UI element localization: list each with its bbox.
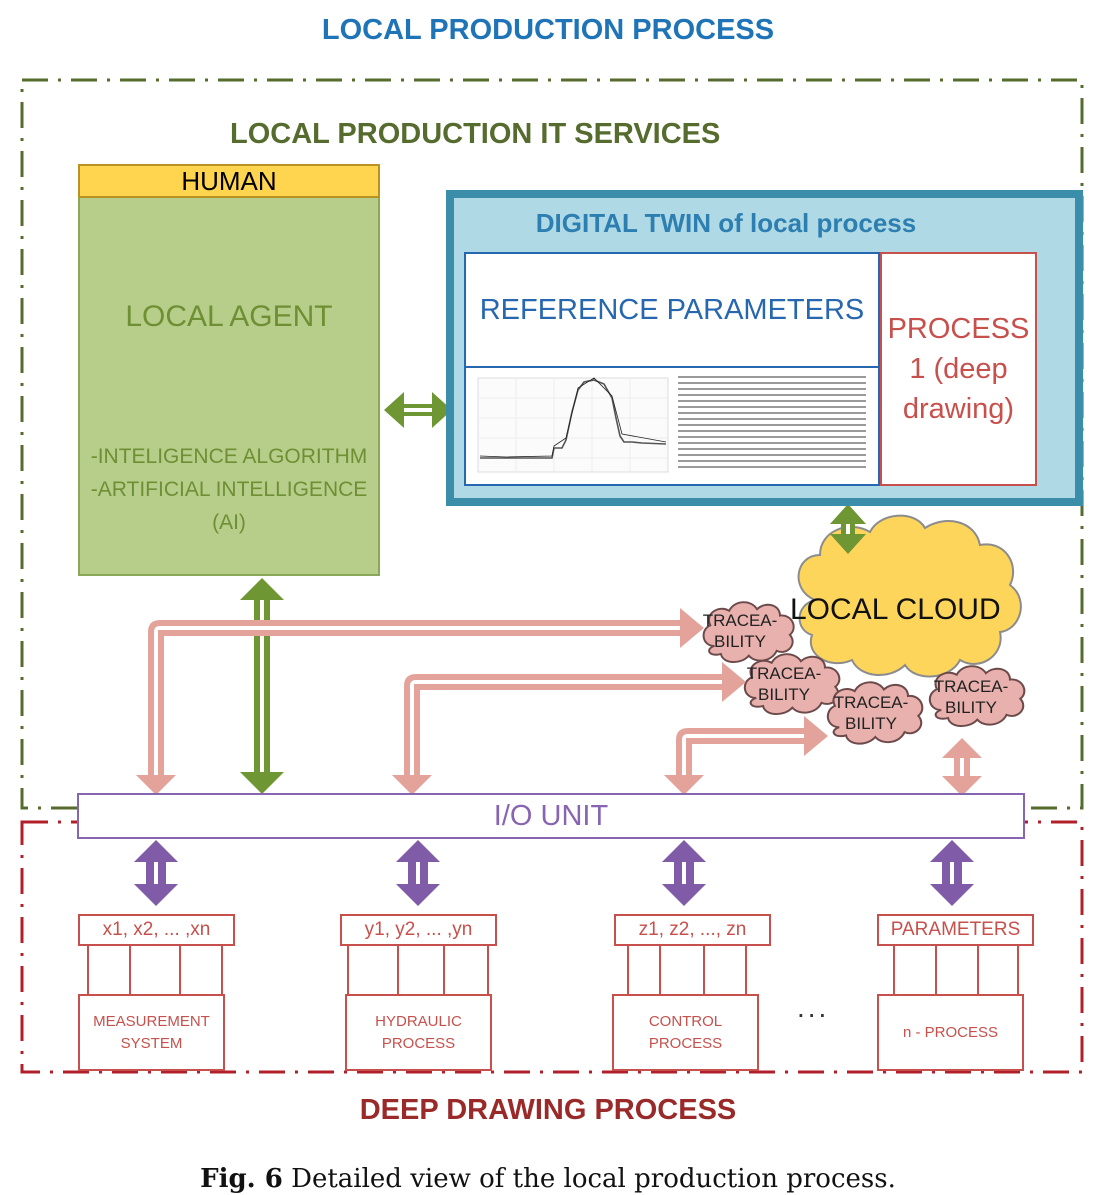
process-line-3: drawing) xyxy=(902,393,1015,425)
io-unit-bar: I/O UNIT xyxy=(77,793,1025,839)
connector-group-2 xyxy=(347,946,489,994)
traceability-2-line-2: BILITY xyxy=(758,685,810,705)
process-line-1: PROCESS xyxy=(887,312,1030,345)
digital-twin-title: DIGITAL TWIN of local process xyxy=(535,208,917,238)
agent-line-1: -INTELIGENCE ALGORITHM xyxy=(90,445,368,468)
reference-chart-thumbnail xyxy=(464,366,880,486)
process-box-2-line-2: PROCESS xyxy=(381,1034,456,1052)
agent-io-arrow xyxy=(240,578,284,794)
pink-arrow-2 xyxy=(392,662,746,795)
pink-arrow-3 xyxy=(664,716,828,795)
main-title: LOCAL PRODUCTION PROCESS xyxy=(321,14,775,46)
parameters-box: PARAMETERS xyxy=(877,914,1034,946)
reference-parameters-box: REFERENCE PARAMETERS xyxy=(464,252,880,368)
traceability-4-line-2: BILITY xyxy=(945,698,997,718)
purple-arrow-2 xyxy=(396,840,440,906)
traceability-label-3: TRACEA- BILITY xyxy=(828,692,914,735)
process-1-box: PROCESS 1 (deep drawing) xyxy=(880,252,1037,486)
local-agent-title: LOCAL AGENT xyxy=(125,300,333,333)
deep-drawing-boundary xyxy=(20,820,1084,1074)
traceability-label-1: TRACEA- BILITY xyxy=(700,610,780,653)
agent-twin-arrow xyxy=(384,392,452,428)
twin-cloud-arrow xyxy=(830,504,866,554)
variables-box-2: y1, y2, ... ,yn xyxy=(340,914,497,946)
caption-text: Detailed view of the local production pr… xyxy=(291,1164,896,1194)
traceability-label-2: TRACEA- BILITY xyxy=(744,663,824,706)
process-box-3-line-1: CONTROL xyxy=(648,1012,723,1030)
human-box: HUMAN xyxy=(78,164,380,198)
control-process-box: CONTROL PROCESS xyxy=(612,994,759,1071)
n-process-box: n - PROCESS xyxy=(877,994,1024,1071)
purple-arrow-1 xyxy=(134,840,178,906)
hydraulic-process-box: HYDRAULIC PROCESS xyxy=(345,994,492,1071)
variables-box-3: z1, z2, ..., zn xyxy=(614,914,771,946)
figure-caption: Fig. 6 Detailed view of the local produc… xyxy=(0,1164,1096,1194)
traceability-3-line-1: TRACEA- xyxy=(833,693,909,712)
agent-line-2: -ARTIFICIAL INTELLIGENCE xyxy=(90,478,368,501)
process-box-1-line-2: SYSTEM xyxy=(120,1034,183,1052)
agent-line-3: (AI) xyxy=(212,511,246,534)
traceability-4-line-1: TRACEA- xyxy=(933,677,1009,696)
measurement-system-box: MEASUREMENT SYSTEM xyxy=(78,994,225,1071)
variables-box-1: x1, x2, ... ,xn xyxy=(78,914,235,946)
ellipsis: ... xyxy=(797,992,830,1023)
traceability-1-line-2: BILITY xyxy=(714,632,766,652)
purple-arrow-4 xyxy=(930,840,974,906)
process-box-3-line-2: PROCESS xyxy=(648,1034,723,1052)
deep-drawing-title: DEEP DRAWING PROCESS xyxy=(359,1094,737,1126)
process-line-2: 1 (deep xyxy=(909,352,1008,385)
local-cloud-shape xyxy=(797,514,1022,678)
process-box-1-line-1: MEASUREMENT xyxy=(93,1012,210,1030)
traceability-label-4: TRACEA- BILITY xyxy=(928,676,1014,719)
it-services-title: LOCAL PRODUCTION IT SERVICES xyxy=(230,118,721,150)
process-box-2-line-1: HYDRAULIC xyxy=(375,1012,462,1030)
connector-group-1 xyxy=(87,946,223,994)
connector-group-4 xyxy=(893,946,1019,994)
pink-arrow-1 xyxy=(136,608,704,795)
connector-group-3 xyxy=(627,946,747,994)
traceability-1-line-1: TRACEA- xyxy=(702,611,778,630)
caption-label: Fig. 6 xyxy=(200,1164,283,1194)
traceability-3-line-2: BILITY xyxy=(845,714,897,734)
pink-arrow-4 xyxy=(942,738,982,796)
purple-arrow-3 xyxy=(662,840,706,906)
traceability-2-line-1: TRACEA- xyxy=(746,664,822,683)
local-agent-box xyxy=(78,198,380,576)
reference-chart-image xyxy=(477,376,866,473)
process-box-4-line-1: n - PROCESS xyxy=(902,1023,999,1041)
local-cloud-label: LOCAL CLOUD xyxy=(790,593,1001,626)
